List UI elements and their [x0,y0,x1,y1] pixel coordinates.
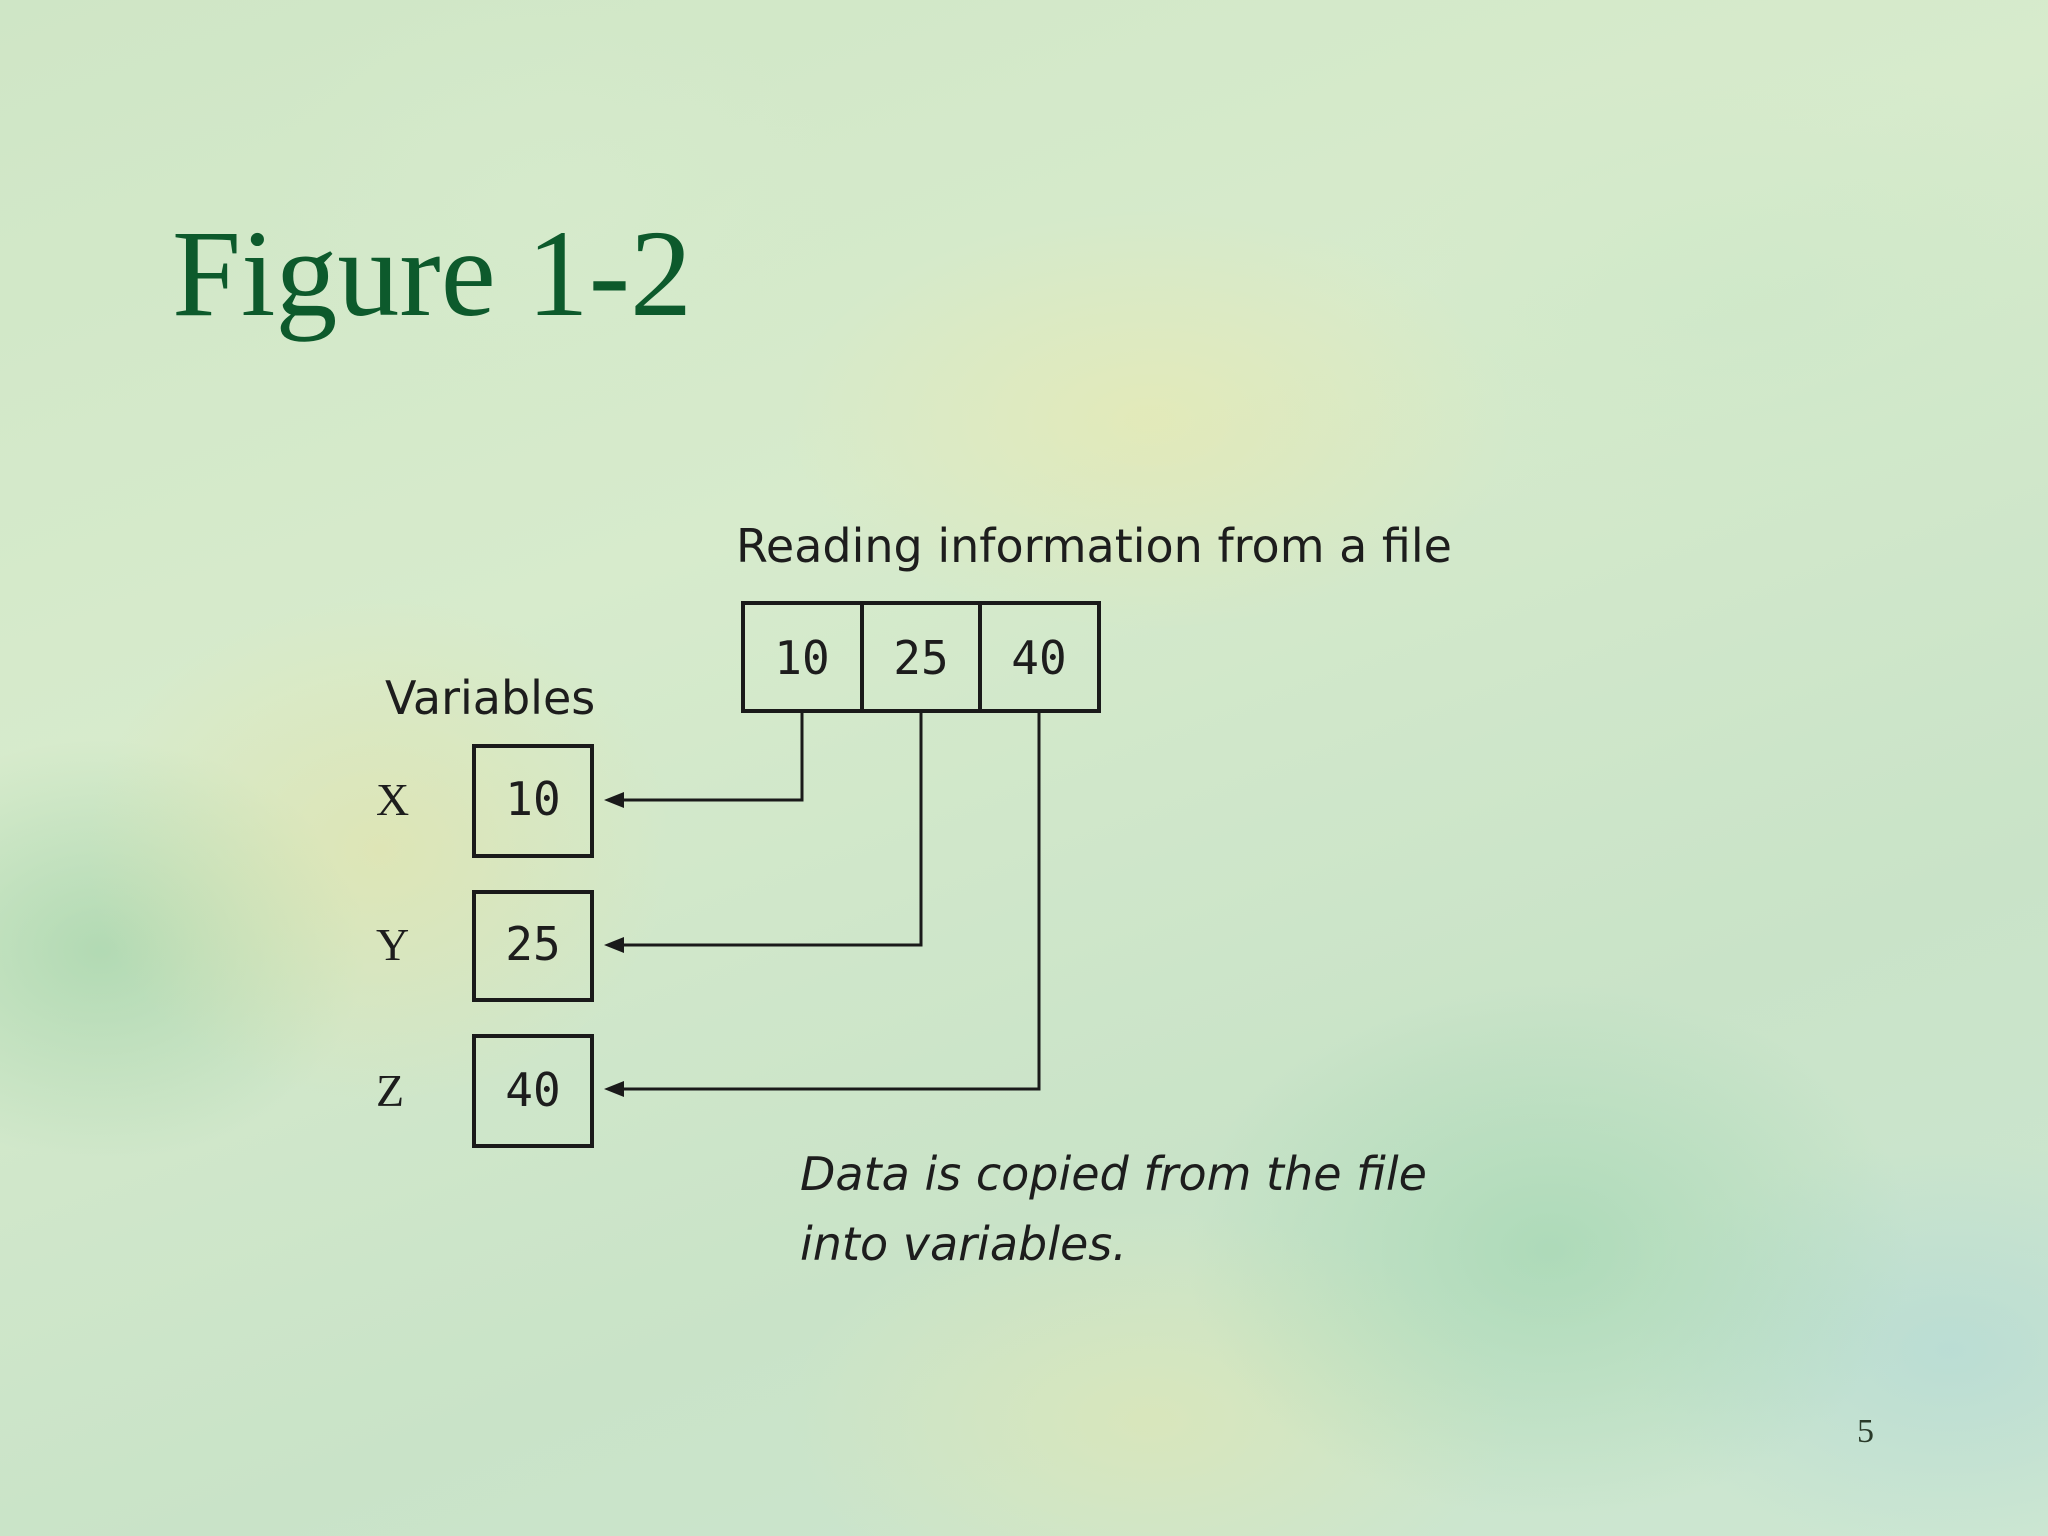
variable-y: Y 25 [376,890,594,1002]
file-label: Reading information from a file [736,519,1452,573]
connector-z [604,711,1041,1097]
variable-value-y: 25 [505,917,560,971]
connector-line-z [620,711,1041,1091]
file-value-3: 40 [1011,631,1066,685]
page-number: 5 [1857,1413,1874,1450]
connector-line-y [620,711,923,947]
connector-line-x [620,711,804,802]
file-value-2: 25 [893,631,948,685]
arrowhead-x [604,792,624,808]
caption-line-2: into variables. [800,1217,1127,1271]
variable-z: Z 40 [376,1034,594,1148]
arrowhead-z [604,1081,624,1097]
slide-title: Figure 1-2 [172,205,693,342]
variable-box-z [472,1034,594,1148]
variable-box-x [472,744,594,858]
variable-value-z: 40 [505,1063,560,1117]
variable-box-y [472,890,594,1002]
connector-x [604,711,804,808]
file-value-1: 10 [774,631,829,685]
variable-name-x: X [376,774,409,825]
connector-y [604,711,923,953]
caption: Data is copied from the file into variab… [800,1147,1427,1271]
file-record: 10 25 40 [741,601,1101,713]
variables-label: Variables [385,671,595,725]
variable-x: X 10 [376,744,594,858]
caption-line-1: Data is copied from the file [800,1147,1427,1201]
variable-name-z: Z [376,1065,404,1116]
variable-name-y: Y [376,919,409,970]
variable-value-x: 10 [505,772,560,826]
arrowhead-y [604,937,624,953]
